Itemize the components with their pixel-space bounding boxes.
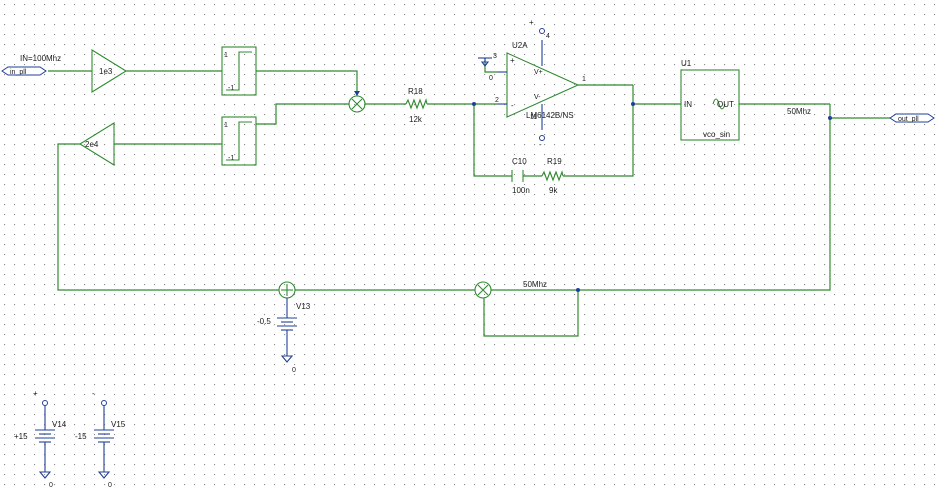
resistor-r18[interactable]: R18 12k <box>405 87 428 124</box>
opamp-pin11: 11 <box>530 114 537 121</box>
v14-ground: 0 <box>49 482 53 489</box>
limiter-2-high: 1 <box>224 122 228 129</box>
voltage-source-v14[interactable]: + V14 +15 0 <box>14 389 67 489</box>
v13-value: -0.5 <box>257 317 271 326</box>
v15-pin: - <box>92 389 95 398</box>
ground-opamp: 0 <box>478 57 493 82</box>
v15-value: -15 <box>75 432 87 441</box>
gain-block-1[interactable]: 1e3 <box>91 49 128 93</box>
multiplier-doubler[interactable] <box>474 281 492 299</box>
ground-opamp-label: 0 <box>489 75 493 82</box>
vco-out-label: OUT <box>717 100 734 109</box>
opamp-pin2: 2 <box>495 97 499 104</box>
vco-in-label: IN <box>684 100 692 109</box>
vco-u1[interactable]: U1 IN OUT vco_sin <box>680 59 740 141</box>
opamp-supply-minus: - <box>539 140 542 149</box>
gain-1-value: 1e3 <box>99 67 113 76</box>
v15-ground: 0 <box>108 482 112 489</box>
v13-ref: V13 <box>296 302 311 311</box>
svg-text:in_pll: in_pll <box>10 69 27 76</box>
gain-2-value: 2e4 <box>85 140 99 149</box>
limiter-2[interactable]: 1 -1 <box>221 116 257 166</box>
in-pll-port[interactable]: in_pll <box>1 66 47 76</box>
opamp-pin1: 1 <box>582 76 586 83</box>
voltage-source-v13[interactable]: V13 -0.5 0 <box>257 298 311 374</box>
c10-value: 100n <box>512 186 530 195</box>
opamp-minus-sym: - <box>511 101 514 110</box>
v13-ground: 0 <box>292 367 296 374</box>
vco-name: vco_sin <box>703 130 730 139</box>
limiter-1[interactable]: 1 -1 <box>221 46 257 96</box>
opamp-part: LM6142B/NS <box>526 111 574 120</box>
r19-value: 9k <box>549 186 558 195</box>
voltage-source-v15[interactable]: - V15 -15 0 <box>75 389 126 489</box>
limiter-1-low: -1 <box>228 85 234 92</box>
v14-ref: V14 <box>52 420 67 429</box>
r18-value: 12k <box>409 115 423 124</box>
limiter-2-low: -1 <box>228 155 234 162</box>
v14-value: +15 <box>14 432 28 441</box>
opamp-pin4: 4 <box>546 33 550 40</box>
r18-ref: R18 <box>408 87 423 96</box>
capacitor-c10[interactable]: C10 100n <box>511 157 530 195</box>
junction-dots <box>472 102 832 292</box>
opamp-vplus-sym: V+ <box>534 69 543 76</box>
limiter-1-high: 1 <box>224 52 228 59</box>
vco-out-freq-label: 50Mhz <box>787 107 811 116</box>
opamp-vminus-sym: V- <box>534 94 541 101</box>
v14-pin: + <box>33 389 38 398</box>
resistor-r19[interactable]: R19 9k <box>541 157 564 195</box>
wires <box>48 58 890 337</box>
input-freq-label: IN=100Mhz <box>20 54 61 63</box>
arrow-into-multiplier <box>354 91 360 96</box>
v15-ref: V15 <box>111 420 126 429</box>
c10-ref: C10 <box>512 157 527 166</box>
summer-adder[interactable] <box>278 281 296 299</box>
gain-block-2[interactable]: 2e4 <box>78 122 115 166</box>
svg-text:out_pll: out_pll <box>898 116 919 123</box>
opamp-ref: U2A <box>512 41 528 50</box>
opamp-u2a[interactable]: U2A LM6142B/NS 3 2 1 4 11 + - V+ V- + - <box>493 18 586 149</box>
r19-ref: R19 <box>547 157 562 166</box>
feedback-freq-label: 50Mhz <box>523 280 547 289</box>
opamp-supply-plus: + <box>529 18 534 27</box>
opamp-plus-sym: + <box>510 56 515 65</box>
out-pll-port[interactable]: out_pll <box>889 113 935 123</box>
vco-ref: U1 <box>681 59 692 68</box>
opamp-pin3: 3 <box>493 53 497 60</box>
